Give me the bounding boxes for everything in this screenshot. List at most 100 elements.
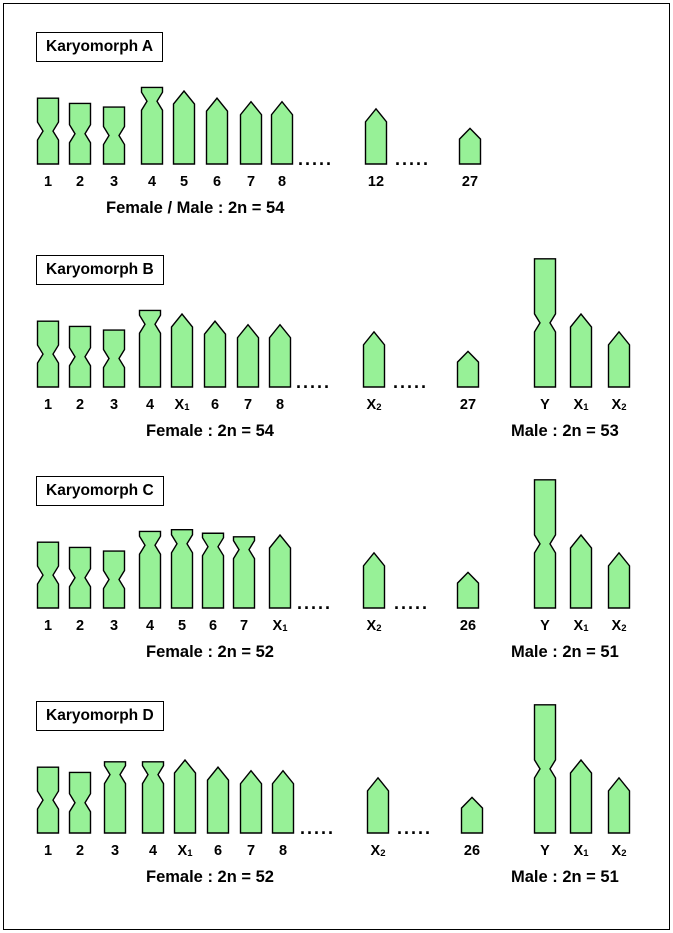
chromosome-label: X1 <box>574 618 590 634</box>
chromosome-female-9 <box>362 330 386 388</box>
chromosome-label: 8 <box>276 397 284 413</box>
chromosome-label: X1 <box>175 397 191 413</box>
chromosome-label: 2 <box>76 843 84 859</box>
chromosome-label: 26 <box>460 618 476 634</box>
chromosome-female-9 <box>364 107 388 165</box>
chromosome-label: Y <box>540 397 550 413</box>
chromosome-label: 3 <box>110 397 118 413</box>
chromosome-label: X2 <box>367 618 382 634</box>
chromosome-female-5 <box>173 758 197 834</box>
chromosome-male-2 <box>569 758 593 834</box>
chromosome-label: 3 <box>110 618 118 634</box>
male-caption: Male : 2n = 51 <box>511 868 619 886</box>
chromosome-label: X1 <box>574 843 590 859</box>
ellipsis-dots: ..... <box>394 593 429 613</box>
chromosome-label: 2 <box>76 618 84 634</box>
chromosome-label: 6 <box>211 397 219 413</box>
chromosome-male-1 <box>533 704 557 834</box>
chromosome-female-2 <box>68 546 92 609</box>
chromosome-label: 2 <box>76 397 84 413</box>
chromosome-female-8 <box>268 533 292 609</box>
chromosome-female-9 <box>366 776 390 834</box>
chromosome-female-3 <box>102 329 126 388</box>
chromosome-female-8 <box>270 100 294 165</box>
chromosome-female-7 <box>236 323 260 388</box>
chromosome-male-2 <box>569 312 593 388</box>
chromosome-female-7 <box>239 769 263 834</box>
chromosome-female-10 <box>456 350 480 388</box>
chromosome-label: 4 <box>146 618 154 634</box>
chromosome-label: Y <box>540 618 550 634</box>
chromosome-label: 4 <box>146 397 154 413</box>
chromosome-female-1 <box>36 97 60 165</box>
chromosome-label: X2 <box>612 618 627 634</box>
chromosome-label: 6 <box>209 618 217 634</box>
chromosome-male-3 <box>607 330 631 388</box>
chromosome-label: 8 <box>278 174 286 190</box>
chromosome-label: 7 <box>247 174 255 190</box>
chromosome-label: 26 <box>464 843 480 859</box>
chromosome-female-6 <box>206 766 230 834</box>
ellipsis-dots: ..... <box>397 818 432 838</box>
chromosome-female-3 <box>102 550 126 609</box>
chromosome-label: 1 <box>44 843 52 859</box>
chromosome-female-10 <box>460 796 484 834</box>
chromosome-male-3 <box>607 776 631 834</box>
chromosome-female-1 <box>36 766 60 834</box>
chromosome-label: Y <box>540 843 550 859</box>
chromosome-female-6 <box>201 532 225 609</box>
female-caption: Female : 2n = 52 <box>146 868 274 886</box>
chromosome-label: 1 <box>44 174 52 190</box>
chromosome-male-1 <box>533 479 557 609</box>
chromosome-label: X1 <box>273 618 289 634</box>
chromosome-female-2 <box>68 325 92 388</box>
chromosome-label: 4 <box>149 843 157 859</box>
chromosome-female-4 <box>141 761 165 834</box>
chromosome-label: 5 <box>178 618 186 634</box>
chromosome-label: 6 <box>214 843 222 859</box>
chromosome-female-2 <box>68 771 92 834</box>
panel-title: Karyomorph B <box>36 255 164 285</box>
chromosome-label: 4 <box>148 174 156 190</box>
chromosome-label: 3 <box>110 174 118 190</box>
chromosome-female-4 <box>140 86 164 165</box>
chromosome-label: X2 <box>371 843 386 859</box>
ellipsis-dots: ..... <box>296 372 331 392</box>
chromosome-label: 12 <box>368 174 384 190</box>
chromosome-male-3 <box>607 551 631 609</box>
chromosome-label: 7 <box>244 397 252 413</box>
chromosome-female-5 <box>172 89 196 165</box>
chromosome-label: X1 <box>574 397 590 413</box>
chromosome-female-5 <box>170 528 194 609</box>
chromosome-label: 7 <box>240 618 248 634</box>
chromosome-female-1 <box>36 541 60 609</box>
chromosome-label: 7 <box>247 843 255 859</box>
chromosome-female-4 <box>138 309 162 388</box>
chromosome-female-1 <box>36 320 60 388</box>
ellipsis-dots: ..... <box>297 593 332 613</box>
female-caption: Female : 2n = 54 <box>146 422 274 440</box>
chromosome-female-8 <box>268 323 292 388</box>
chromosome-female-3 <box>103 761 127 834</box>
panel-title: Karyomorph D <box>36 701 164 731</box>
chromosome-label: X2 <box>612 397 627 413</box>
ellipsis-dots: ..... <box>395 149 430 169</box>
chromosome-label: 1 <box>44 397 52 413</box>
chromosome-female-10 <box>458 127 482 165</box>
chromosome-label: 27 <box>462 174 478 190</box>
chromosome-female-6 <box>205 97 229 165</box>
chromosome-male-2 <box>569 533 593 609</box>
chromosome-female-8 <box>271 769 295 834</box>
chromosome-female-4 <box>138 530 162 609</box>
female-caption: Female / Male : 2n = 54 <box>106 199 285 217</box>
ellipsis-dots: ..... <box>300 818 335 838</box>
chromosome-label: 3 <box>111 843 119 859</box>
chromosome-label: 6 <box>213 174 221 190</box>
ellipsis-dots: ..... <box>298 149 333 169</box>
ellipsis-dots: ..... <box>393 372 428 392</box>
